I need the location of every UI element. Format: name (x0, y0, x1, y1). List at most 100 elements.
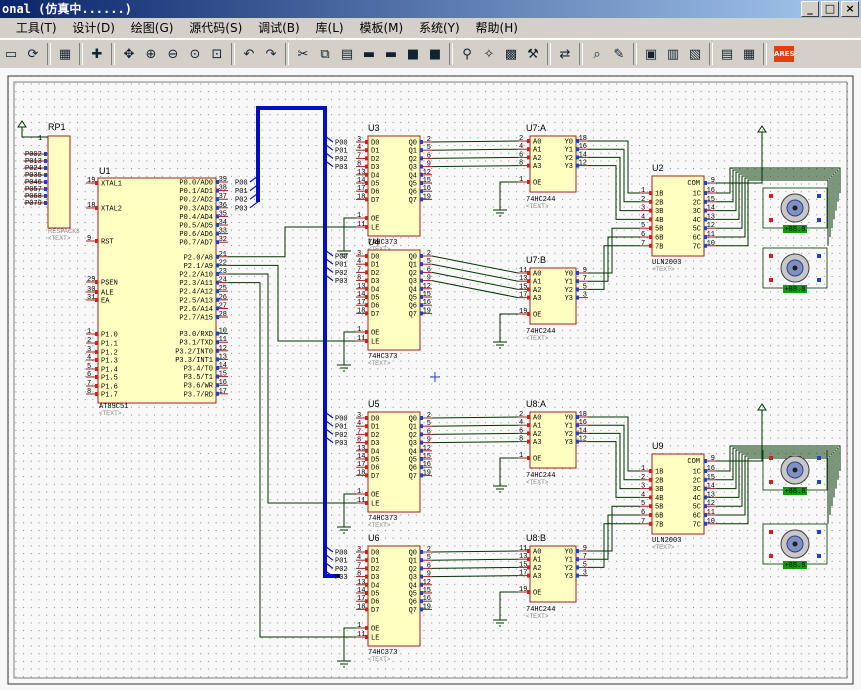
bus-entry (324, 265, 334, 273)
pin-marker (527, 415, 530, 419)
latch-to-buffer-wire (431, 432, 519, 435)
menu-help[interactable]: 帮助(H) (475, 21, 518, 35)
pin-marker (527, 163, 530, 168)
bom-icon[interactable]: ▤ (720, 46, 734, 62)
pin-name: Q2 (409, 566, 417, 574)
zoom-area-icon[interactable]: ⊡ (211, 46, 223, 62)
menu-source[interactable]: 源代码(S) (189, 21, 243, 35)
pin-name: D6 (371, 189, 379, 197)
property-assign-icon[interactable]: ✎ (613, 46, 625, 62)
menu-design[interactable]: 设计(D) (72, 21, 115, 35)
pin-name: D0 (371, 550, 379, 558)
menu-debug[interactable]: 调试(B) (258, 21, 300, 35)
decompose-icon[interactable]: ⚒ (527, 46, 539, 62)
pin-number: 16 (423, 461, 431, 469)
pin-marker (704, 513, 707, 517)
pin-number: 15 (423, 291, 431, 299)
pin-number: 11 (707, 509, 715, 517)
minimize-button[interactable]: _ (801, 1, 819, 17)
latch-net-label: P02 (335, 566, 348, 574)
netlist-icon[interactable]: ▦ (742, 46, 756, 62)
goto-sheet-icon[interactable]: ▧ (688, 46, 702, 62)
pin-marker (420, 416, 423, 420)
pin-name: Y2 (565, 565, 573, 573)
grid-icon[interactable]: ▦ (58, 46, 72, 62)
pin-name: Y2 (565, 155, 573, 163)
driver-to-motor-wire (716, 453, 833, 507)
pin-marker (365, 635, 368, 639)
block-delete-icon[interactable]: ■ (428, 46, 442, 62)
wire-autoroute-icon[interactable]: ⇄ (559, 46, 571, 62)
block-copy-icon[interactable]: ▬ (362, 46, 376, 62)
driver-to-motor-wire (716, 169, 839, 203)
menu-system[interactable]: 系统(Y) (418, 21, 460, 35)
buffer-oe-wire (499, 591, 518, 608)
menu-library[interactable]: 库(L) (315, 21, 344, 35)
pin-number: 12 (423, 283, 431, 291)
copy-icon[interactable]: ⧉ (320, 46, 330, 62)
menu-template[interactable]: 模板(M) (359, 21, 404, 35)
zoom-all-icon[interactable]: ⊙ (189, 46, 201, 62)
rp1-pin-marker (44, 194, 47, 198)
buffer-part: 74HC244 (526, 328, 555, 336)
pin-name: D7 (371, 473, 379, 481)
pin-marker (527, 573, 530, 578)
pan-icon[interactable]: ✥ (123, 46, 135, 62)
pin-number: 25 (219, 285, 227, 293)
menu-tools[interactable]: 工具(T) (15, 21, 57, 35)
undo-icon[interactable]: ↶ (243, 46, 255, 62)
pin-marker (420, 311, 423, 316)
buffer-to-driver-wire (588, 245, 640, 290)
pin-name: 6C (693, 235, 701, 243)
bus-entry (324, 419, 334, 427)
pin-name: Q6 (409, 303, 417, 311)
latch-net-label: P02 (335, 156, 348, 164)
pin-name: Y3 (565, 163, 573, 171)
package-icon[interactable]: ▩ (504, 46, 518, 62)
pin-name: A3 (533, 163, 541, 171)
new-sheet-icon[interactable]: ▣ (644, 46, 658, 62)
latch-net-label: P00 (335, 416, 348, 424)
pin-marker (365, 270, 368, 275)
rp1-pin-marker (44, 166, 47, 170)
maximize-button[interactable]: □ (821, 1, 839, 17)
remove-sheet-icon[interactable]: ▥ (666, 46, 680, 62)
buffer-text: <TEXT> (526, 614, 549, 620)
close-button[interactable]: × (841, 1, 859, 17)
pin-name: Q5 (409, 591, 417, 599)
pin-name: Q1 (409, 558, 417, 566)
menu-graph[interactable]: 绘图(G) (130, 21, 174, 35)
block-rotate-icon[interactable]: ■ (406, 46, 420, 62)
cut-icon[interactable]: ✂ (297, 46, 309, 62)
redo-icon[interactable]: ↷ (265, 46, 277, 62)
pin-name: Q1 (409, 424, 417, 432)
origin-icon[interactable]: ✚ (91, 46, 103, 62)
pin-number: 7 (583, 553, 587, 561)
buffer-ref: U8:A (526, 399, 546, 409)
refresh-icon[interactable]: ⟳ (27, 46, 39, 62)
pin-marker (420, 254, 423, 258)
latch-net-label: P01 (335, 148, 348, 156)
latch-to-buffer-wire (431, 280, 519, 299)
pin-number: 7 (357, 562, 361, 570)
zoom-in-icon[interactable]: ⊕ (145, 46, 157, 62)
pin-marker (420, 465, 423, 470)
schematic-svg[interactable]: RP1RESPACK8<TEXT>1P002P013P024P035P046P0… (0, 68, 861, 690)
open-icon[interactable]: ▭ (4, 46, 18, 62)
ares-icon[interactable]: ARES (774, 46, 795, 62)
pin-name: 2C (693, 199, 701, 207)
paste-icon[interactable]: ▤ (340, 46, 354, 62)
pick-device-icon[interactable]: ⚲ (462, 46, 472, 62)
zoom-out-icon[interactable]: ⊖ (167, 46, 179, 62)
motor-pin (817, 194, 821, 198)
search-tag-icon[interactable]: ⌕ (593, 46, 601, 62)
pin-marker (95, 350, 98, 354)
block-move-icon[interactable]: ▬ (384, 46, 398, 62)
pin-marker (365, 448, 368, 453)
pin-number: 11 (707, 231, 715, 239)
make-device-icon[interactable]: ✧ (483, 46, 495, 62)
pin-marker (216, 374, 219, 379)
pin-number: 29 (87, 276, 95, 284)
pin-number: 2 (427, 250, 431, 258)
